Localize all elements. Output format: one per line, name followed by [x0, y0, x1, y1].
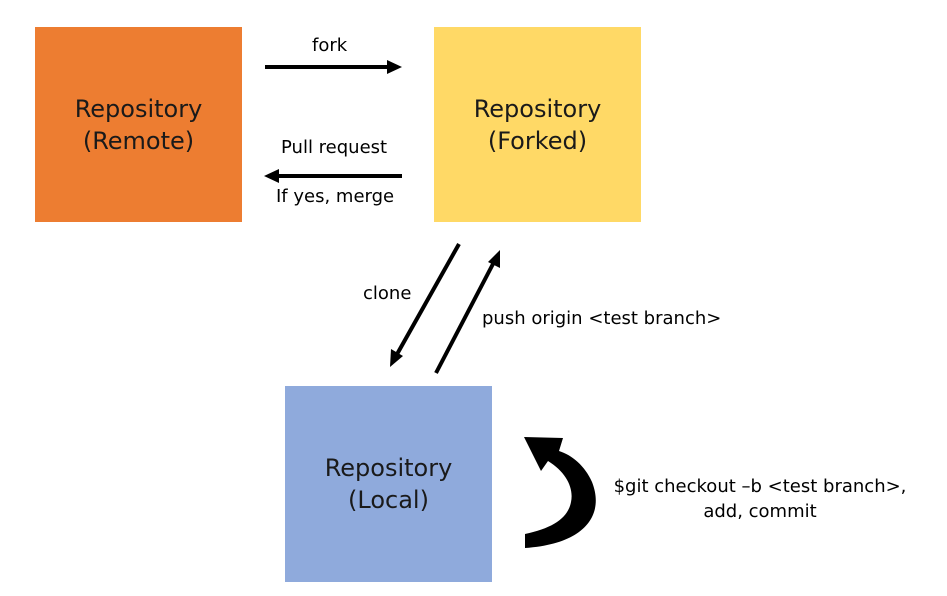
forked-box-subtitle: (Forked) [487, 126, 588, 155]
remote-box-subtitle: (Remote) [82, 126, 195, 155]
checkout-label-line1: $git checkout –b <test branch>, [613, 476, 907, 497]
local-box-subtitle: (Local) [348, 486, 429, 514]
merge-label: If yes, merge [276, 186, 395, 207]
clone-label: clone [363, 283, 412, 304]
pull-request-arrow [264, 169, 402, 183]
commit-loop-arrow [524, 437, 596, 548]
remote-repository-box: Repository (Remote) [35, 27, 242, 222]
fork-arrow [265, 60, 402, 74]
local-repository-box: Repository (Local) [285, 386, 492, 582]
forked-repository-box: Repository (Forked) [434, 27, 641, 222]
checkout-label: $git checkout –b <test branch>, add, com… [595, 474, 925, 524]
pull-request-label: Pull request [281, 137, 388, 158]
forked-box-title: Repository [473, 94, 602, 123]
push-label: push origin <test branch> [482, 308, 722, 329]
push-arrow [434, 250, 500, 374]
clone-arrow [390, 243, 461, 367]
fork-label: fork [312, 35, 348, 56]
checkout-label-line2: add, commit [703, 501, 817, 522]
remote-box-title: Repository [74, 94, 203, 123]
local-box-title: Repository [324, 454, 453, 482]
